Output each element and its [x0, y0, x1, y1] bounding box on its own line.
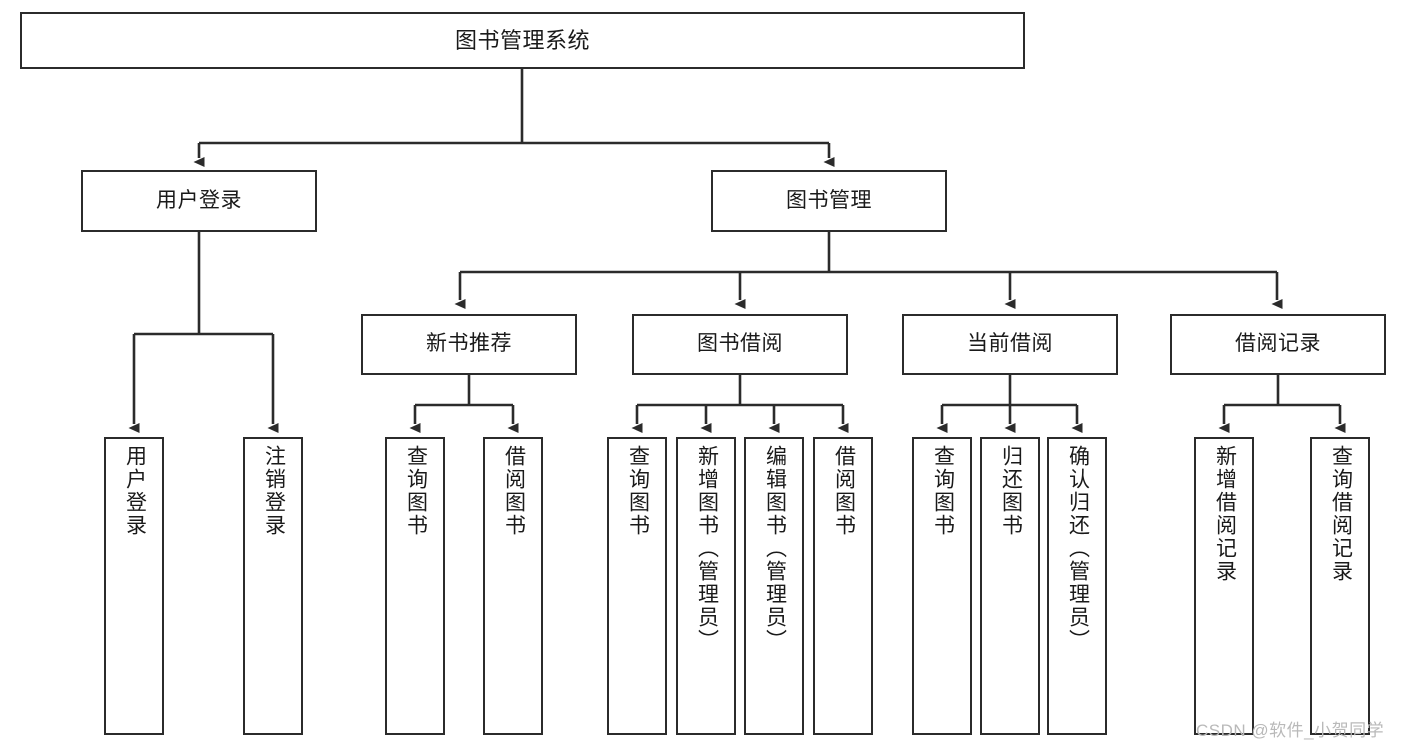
leaf-label: 新增借阅记录 — [1213, 445, 1237, 583]
node-label: 新书推荐 — [426, 332, 512, 356]
node-book-borrow[interactable]: 图书借阅 — [632, 314, 848, 375]
leaf-label: 注销登录 — [262, 445, 286, 537]
leaf-label: 归还图书 — [999, 445, 1023, 537]
leaf-user-login-login[interactable]: 用户登录 — [104, 437, 164, 735]
leaf-user-login-logout[interactable]: 注销登录 — [243, 437, 303, 735]
node-label: 借阅记录 — [1235, 332, 1321, 356]
node-new-book-recommend[interactable]: 新书推荐 — [361, 314, 577, 375]
node-root-book-management-system[interactable]: 图书管理系统 — [20, 12, 1025, 69]
node-label: 图书管理系统 — [454, 27, 590, 53]
leaf-label: 借阅图书 — [502, 445, 526, 537]
leaf-current-borrow-return[interactable]: 归还图书 — [980, 437, 1040, 735]
leaf-label: 借阅图书 — [832, 445, 856, 537]
leaf-label: 用户登录 — [123, 445, 147, 537]
leaf-label: 编辑图书（管理员） — [763, 445, 787, 652]
node-label: 当前借阅 — [967, 332, 1053, 356]
leaf-label: 查询图书 — [931, 445, 955, 537]
leaf-label: 查询借阅记录 — [1329, 445, 1353, 583]
leaf-borrow-record-query[interactable]: 查询借阅记录 — [1310, 437, 1370, 735]
leaf-label: 确认归还（管理员） — [1066, 445, 1090, 652]
leaf-book-borrow-query[interactable]: 查询图书 — [607, 437, 667, 735]
leaf-book-borrow-edit-admin[interactable]: 编辑图书（管理员） — [744, 437, 804, 735]
node-label: 图书借阅 — [697, 332, 783, 356]
leaf-new-book-borrow[interactable]: 借阅图书 — [483, 437, 543, 735]
leaf-current-borrow-query[interactable]: 查询图书 — [912, 437, 972, 735]
leaf-book-borrow-add-admin[interactable]: 新增图书（管理员） — [676, 437, 736, 735]
node-book-management[interactable]: 图书管理 — [711, 170, 947, 232]
leaf-book-borrow-borrow[interactable]: 借阅图书 — [813, 437, 873, 735]
leaf-label: 查询图书 — [626, 445, 650, 537]
node-borrow-record[interactable]: 借阅记录 — [1170, 314, 1386, 375]
leaf-current-borrow-confirm-return-admin[interactable]: 确认归还（管理员） — [1047, 437, 1107, 735]
leaf-new-book-query[interactable]: 查询图书 — [385, 437, 445, 735]
leaf-label: 查询图书 — [404, 445, 428, 537]
node-label: 图书管理 — [786, 188, 872, 212]
leaf-label: 新增图书（管理员） — [695, 445, 719, 652]
node-label: 用户登录 — [156, 188, 242, 212]
node-user-login[interactable]: 用户登录 — [81, 170, 317, 232]
node-current-borrow[interactable]: 当前借阅 — [902, 314, 1118, 375]
leaf-borrow-record-add[interactable]: 新增借阅记录 — [1194, 437, 1254, 735]
watermark: CSDN @软件_小贺同学 — [1196, 721, 1385, 740]
